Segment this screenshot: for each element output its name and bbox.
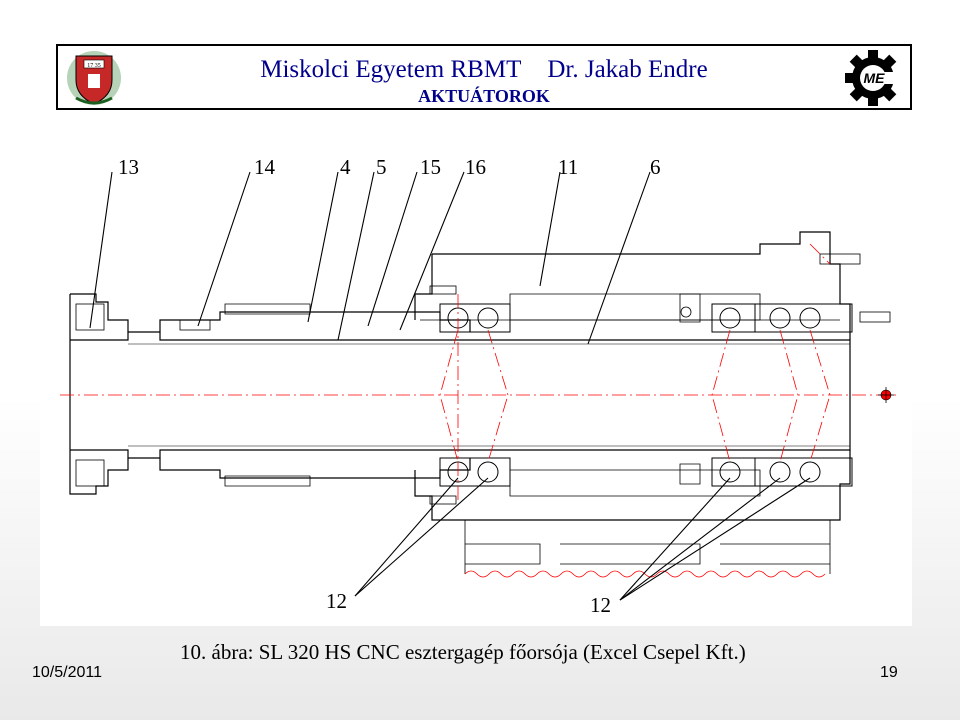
bearings-lower <box>439 457 853 487</box>
slide-header: 17 35 Miskolci Egyetem RBMT Dr. Jakab End… <box>56 44 912 110</box>
callout-13: 13 <box>118 155 139 179</box>
callout-4: 4 <box>340 155 351 179</box>
me-logo-text: ME <box>864 70 886 86</box>
base-block <box>464 519 831 574</box>
footer-date: 10/5/2011 <box>32 664 102 681</box>
figure-caption: 10. ábra: SL 320 HS CNC esztergagép főor… <box>180 640 746 664</box>
red-construction-lines <box>60 243 900 504</box>
slide-title: Miskolci Egyetem RBMT Dr. Jakab Endre <box>58 56 910 84</box>
callout-12-left: 12 <box>326 589 347 613</box>
callout-6: 6 <box>650 155 661 179</box>
break-line <box>464 570 826 578</box>
bearings-upper <box>439 303 853 333</box>
page-number: 19 <box>880 664 898 681</box>
callout-12-right: 12 <box>590 593 611 617</box>
spindle-drawing: 13 14 4 5 15 16 11 6 12 12 <box>40 144 912 626</box>
callout-16: 16 <box>465 155 486 179</box>
spindle-nose <box>69 293 129 495</box>
crest-year-text: 17 35 <box>87 63 101 69</box>
title-author: Dr. Jakab Endre <box>547 56 708 83</box>
gear-me-logo-icon: ME <box>845 50 905 106</box>
leader-lines <box>89 171 811 601</box>
title-university: Miskolci Egyetem RBMT <box>260 56 522 83</box>
callout-15: 15 <box>420 155 441 179</box>
university-crest-icon: 17 35 <box>67 51 121 105</box>
callout-11: 11 <box>558 155 578 179</box>
slide-subtitle: AKTUÁTOROK <box>418 86 550 106</box>
callout-14: 14 <box>254 155 276 179</box>
callout-5: 5 <box>376 155 387 179</box>
callout-labels: 13 14 4 5 15 16 11 6 12 12 <box>118 155 661 617</box>
